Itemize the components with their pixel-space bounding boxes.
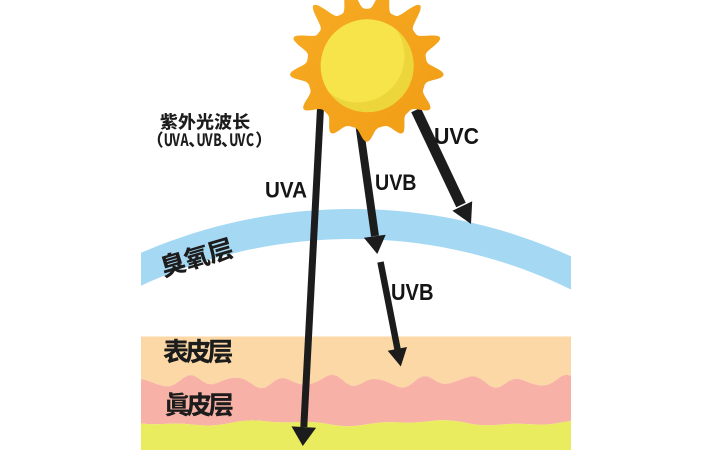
svg-text:UVB: UVB: [391, 279, 434, 305]
svg-text:UVC: UVC: [434, 123, 479, 149]
svg-text:UVB: UVB: [375, 170, 417, 195]
svg-text:UVA: UVA: [265, 178, 307, 203]
